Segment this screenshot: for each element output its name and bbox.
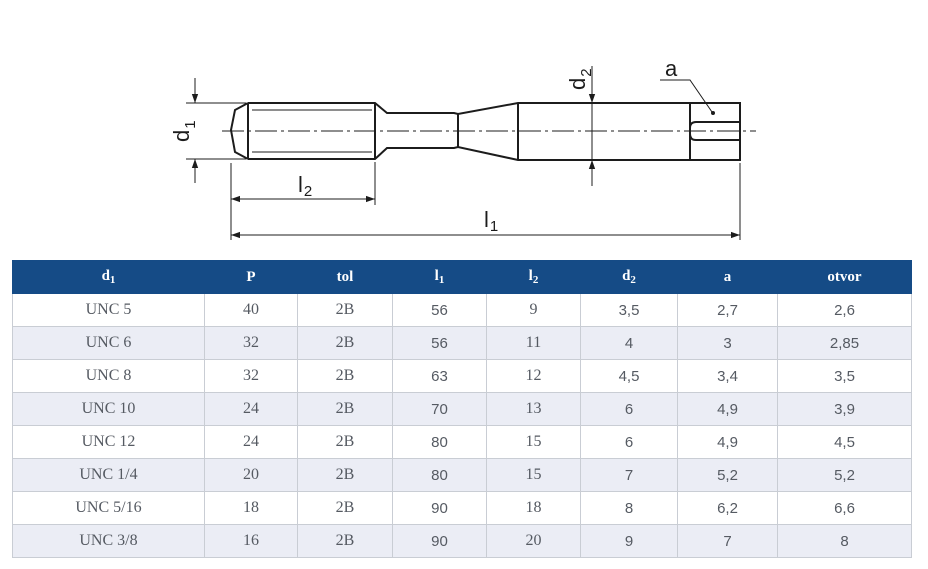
cell-p: 16 [204, 524, 298, 558]
specification-table: d1 P tol l1 l2 d2 a otvor UNC 5 40 2B 56… [12, 260, 912, 558]
cell-l2: 12 [486, 359, 581, 393]
cell-d2: 6 [580, 425, 678, 459]
cell-d1: UNC 5/16 [12, 491, 205, 525]
cell-otvor: 2,85 [777, 326, 912, 360]
table-row: UNC 5/16 18 2B 90 18 8 6,2 6,6 [12, 491, 912, 525]
header-d1: d1 [12, 260, 205, 294]
cell-tol: 2B [297, 392, 393, 426]
header-l2: l2 [486, 260, 581, 294]
cell-d1: UNC 3/8 [12, 524, 205, 558]
cell-l2: 9 [486, 293, 581, 327]
cell-l2: 18 [486, 491, 581, 525]
cell-tol: 2B [297, 524, 393, 558]
l2-label: l2 [298, 172, 312, 200]
cell-d1: UNC 12 [12, 425, 205, 459]
header-a: a [677, 260, 778, 294]
header-tol: tol [297, 260, 393, 294]
cell-l2: 15 [486, 425, 581, 459]
cell-l1: 56 [392, 293, 487, 327]
cell-d2: 6 [580, 392, 678, 426]
cell-l1: 90 [392, 524, 487, 558]
cell-d1: UNC 5 [12, 293, 205, 327]
cell-tol: 2B [297, 491, 393, 525]
a-leader-line [660, 79, 713, 113]
cell-d1: UNC 6 [12, 326, 205, 360]
cell-d2: 4,5 [580, 359, 678, 393]
table-row: UNC 8 32 2B 63 12 4,5 3,4 3,5 [12, 359, 912, 393]
header-otvor: otvor [777, 260, 912, 294]
cell-a: 4,9 [677, 425, 778, 459]
cell-a: 3 [677, 326, 778, 360]
cell-a: 6,2 [677, 491, 778, 525]
table-row: UNC 12 24 2B 80 15 6 4,9 4,5 [12, 425, 912, 459]
cell-l2: 20 [486, 524, 581, 558]
cell-l2: 11 [486, 326, 581, 360]
cell-l1: 56 [392, 326, 487, 360]
cell-p: 24 [204, 392, 298, 426]
cell-otvor: 5,2 [777, 458, 912, 492]
cell-d2: 8 [580, 491, 678, 525]
header-d2: d2 [580, 260, 678, 294]
header-p: P [204, 260, 298, 294]
cell-p: 24 [204, 425, 298, 459]
cell-d2: 7 [580, 458, 678, 492]
square-end [689, 121, 740, 160]
cell-l2: 15 [486, 458, 581, 492]
cell-a: 5,2 [677, 458, 778, 492]
cell-d1: UNC 10 [12, 392, 205, 426]
d2-label: d2 [565, 68, 595, 90]
cell-l1: 90 [392, 491, 487, 525]
table-row: UNC 5 40 2B 56 9 3,5 2,7 2,6 [12, 293, 912, 327]
cell-otvor: 3,5 [777, 359, 912, 393]
cell-d2: 4 [580, 326, 678, 360]
cell-otvor: 4,5 [777, 425, 912, 459]
d1-label: d1 [169, 120, 199, 142]
header-l1: l1 [392, 260, 487, 294]
cell-tol: 2B [297, 425, 393, 459]
cell-p: 20 [204, 458, 298, 492]
cell-d1: UNC 8 [12, 359, 205, 393]
cell-l1: 80 [392, 425, 487, 459]
cell-tol: 2B [297, 359, 393, 393]
cell-tol: 2B [297, 326, 393, 360]
cell-l2: 13 [486, 392, 581, 426]
cell-l1: 70 [392, 392, 487, 426]
cell-tol: 2B [297, 458, 393, 492]
cell-otvor: 6,6 [777, 491, 912, 525]
cell-a: 4,9 [677, 392, 778, 426]
cell-p: 18 [204, 491, 298, 525]
cell-p: 32 [204, 326, 298, 360]
cell-otvor: 2,6 [777, 293, 912, 327]
cell-p: 32 [204, 359, 298, 393]
cell-otvor: 8 [777, 524, 912, 558]
cell-l1: 63 [392, 359, 487, 393]
cell-p: 40 [204, 293, 298, 327]
cell-l1: 80 [392, 458, 487, 492]
cell-d2: 9 [580, 524, 678, 558]
table-row: UNC 3/8 16 2B 90 20 9 7 8 [12, 524, 912, 558]
cell-d1: UNC 1/4 [12, 458, 205, 492]
cell-a: 2,7 [677, 293, 778, 327]
thread-lines [252, 109, 372, 153]
l2-dimension [230, 162, 376, 240]
cell-a: 3,4 [677, 359, 778, 393]
tap-technical-drawing: d1 l2 l1 d2 a [169, 56, 756, 240]
cell-d2: 3,5 [580, 293, 678, 327]
table-row: UNC 1/4 20 2B 80 15 7 5,2 5,2 [12, 458, 912, 492]
cell-a: 7 [677, 524, 778, 558]
cell-tol: 2B [297, 293, 393, 327]
l1-label: l1 [484, 207, 498, 235]
d1-dimension [186, 78, 246, 183]
table-header-row: d1 P tol l1 l2 d2 a otvor [12, 260, 912, 294]
l1-dimension [231, 163, 741, 240]
a-label: a [665, 56, 678, 81]
table-row: UNC 10 24 2B 70 13 6 4,9 3,9 [12, 392, 912, 426]
table-row: UNC 6 32 2B 56 11 4 3 2,85 [12, 326, 912, 360]
cell-otvor: 3,9 [777, 392, 912, 426]
